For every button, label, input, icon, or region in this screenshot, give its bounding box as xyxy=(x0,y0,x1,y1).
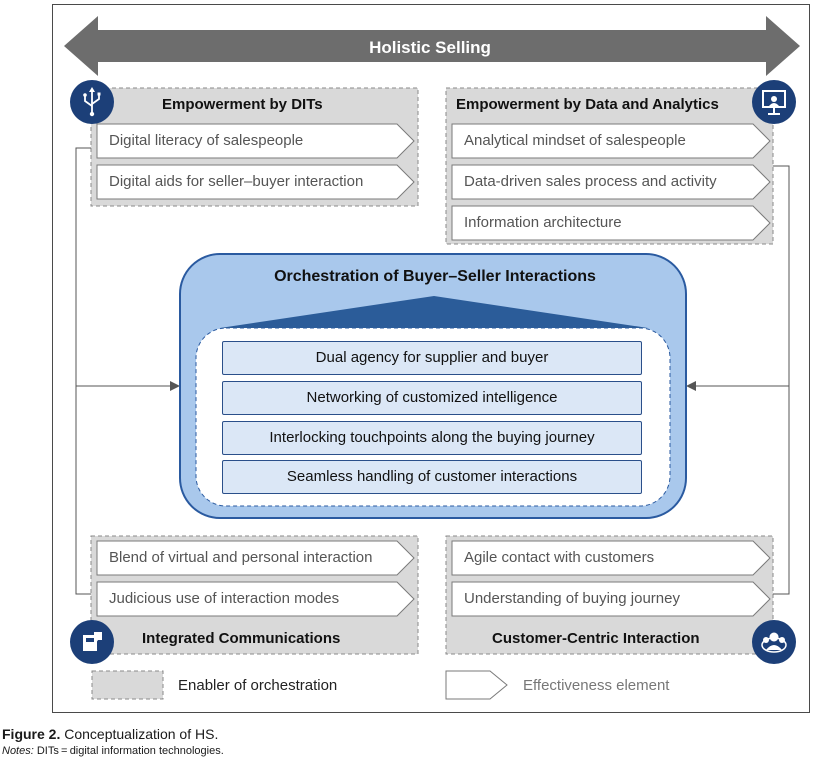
arrowhead-right xyxy=(686,381,696,391)
holistic-selling-arrow xyxy=(64,16,800,76)
figure-caption: Figure 2. Conceptualization of HS. xyxy=(2,726,218,742)
orchestration-item: Seamless handling of customer interactio… xyxy=(222,460,642,494)
chevron-tl-1 xyxy=(96,123,415,159)
connector-left xyxy=(75,147,91,595)
effectiveness-item: Analytical mindset of salespeople xyxy=(464,132,686,149)
quadrant-title-bottom-right: Customer-Centric Interaction xyxy=(492,630,700,647)
presentation-icon xyxy=(752,80,796,124)
communication-icon xyxy=(70,620,114,664)
figure-label: Figure 2. xyxy=(2,726,61,742)
notes-label: Notes: xyxy=(2,745,34,757)
chevron-bl-2 xyxy=(96,581,415,617)
effectiveness-item: Understanding of buying journey xyxy=(464,590,680,607)
notes-text: DITs = digital information technologies. xyxy=(36,745,224,757)
figure-text: Conceptualization of HS. xyxy=(64,726,219,742)
quadrant-title-top-left: Empowerment by DITs xyxy=(162,96,323,113)
effectiveness-item: Digital literacy of salespeople xyxy=(109,132,304,149)
figure-frame xyxy=(52,4,810,713)
legend-enabler-label: Enabler of orchestration xyxy=(178,677,338,694)
orchestration-item: Dual agency for supplier and buyer xyxy=(222,341,642,375)
effectiveness-item: Data-driven sales process and activity xyxy=(464,173,717,190)
orchestration-title: Orchestration of Buyer–Seller Interactio… xyxy=(274,268,596,285)
legend-effectiveness-label: Effectiveness element xyxy=(523,677,670,694)
orchestration-item: Interlocking touchpoints along the buyin… xyxy=(222,421,642,455)
chevron-tl-2 xyxy=(96,164,415,200)
usb-icon xyxy=(70,80,114,124)
legend-enabler-swatch xyxy=(91,670,164,700)
chevron-tr-2 xyxy=(451,164,771,200)
quadrant-title-bottom-left: Integrated Communications xyxy=(142,630,341,647)
effectiveness-item: Information architecture xyxy=(464,214,622,231)
arrowhead-left xyxy=(170,381,180,391)
chevron-tr-3 xyxy=(451,205,771,241)
effectiveness-item: Agile contact with customers xyxy=(464,549,655,566)
banner-label: Holistic Selling xyxy=(369,38,491,57)
quadrant-title-top-right: Empowerment by Data and Analytics xyxy=(456,96,719,113)
effectiveness-item: Judicious use of interaction modes xyxy=(109,590,340,607)
chevron-tr-1 xyxy=(451,123,771,159)
orchestration-triangle xyxy=(220,296,648,328)
effectiveness-item: Blend of virtual and personal interactio… xyxy=(109,549,373,566)
customers-icon xyxy=(752,620,796,664)
chevron-bl-1 xyxy=(96,540,415,576)
chevron-br-1 xyxy=(451,540,771,576)
orchestration-item: Networking of customized intelligence xyxy=(222,381,642,415)
figure-notes: Notes: DITs = digital information techno… xyxy=(2,745,224,757)
effectiveness-item: Digital aids for seller–buyer interactio… xyxy=(109,173,364,190)
connector-right xyxy=(773,165,790,595)
chevron-br-2 xyxy=(451,581,771,617)
legend-effectiveness-chevron xyxy=(445,670,508,700)
